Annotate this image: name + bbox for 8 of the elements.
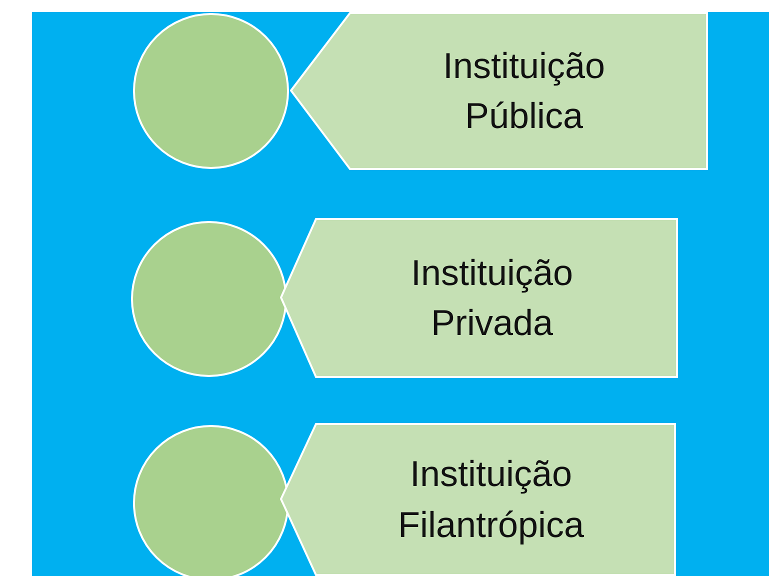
- node-label: Instituição Privada: [410, 250, 574, 345]
- tag-box: [290, 12, 708, 170]
- circle-marker: [130, 220, 288, 378]
- tag-box: [280, 423, 676, 576]
- node-label: Instituição Pública: [442, 44, 606, 138]
- tag-box: [280, 218, 678, 378]
- circle-marker: [132, 12, 290, 170]
- node-label: Instituição Filantrópica: [396, 452, 586, 546]
